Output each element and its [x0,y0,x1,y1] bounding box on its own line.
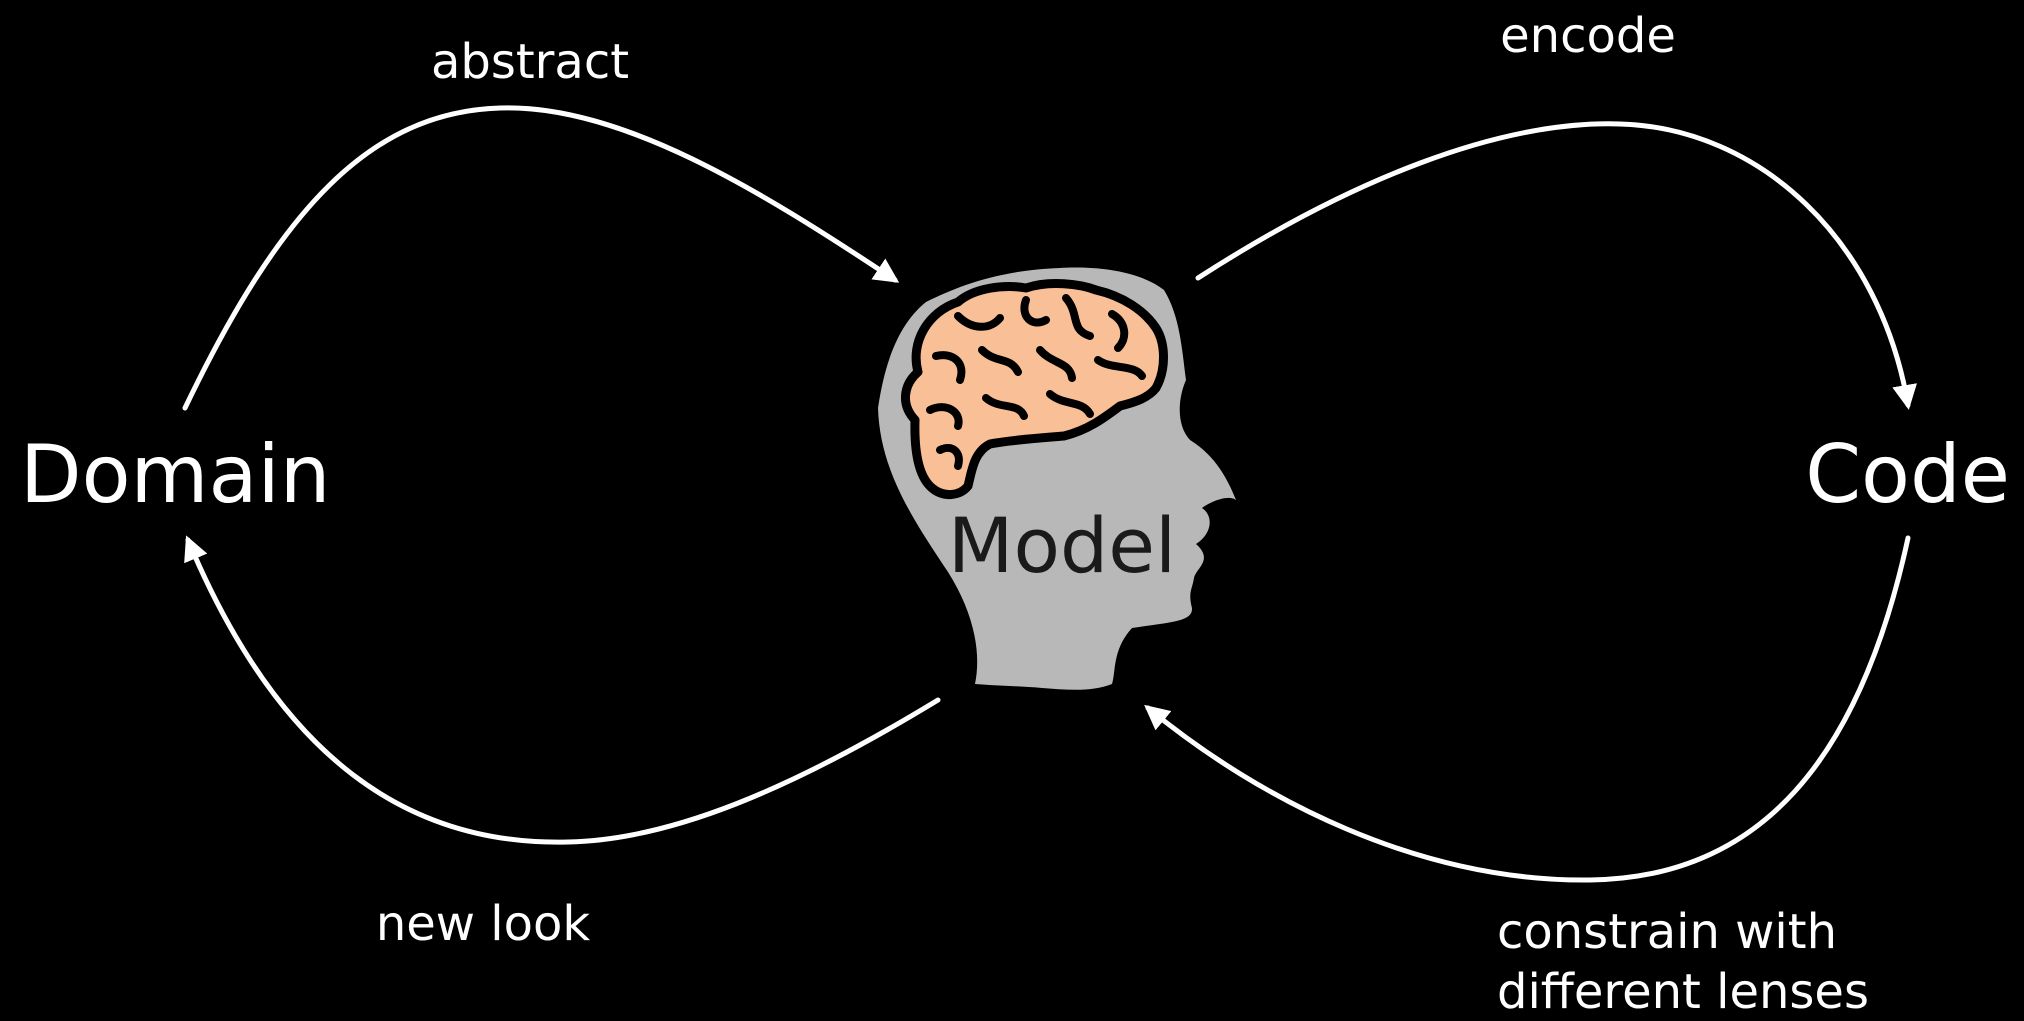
node-domain: Domain [20,428,330,521]
edge-label-constrain-line2: different lenses [1497,964,1869,1020]
edge-label-new-look: new look [376,896,591,952]
node-model: Model [948,501,1176,590]
brain-folds [926,294,1146,470]
arc-constrain [1144,535,1911,883]
edge-label-encode: encode [1500,8,1676,64]
brain-shape [901,279,1168,499]
head-with-brain-icon [878,267,1236,690]
edge-label-constrain-line1: constrain with [1497,904,1837,960]
arc-new-look [184,535,941,845]
edge-label-abstract: abstract [431,34,629,90]
arc-encode [1195,121,1917,410]
node-code: Code [1805,428,2010,521]
arc-abstract [182,105,900,411]
